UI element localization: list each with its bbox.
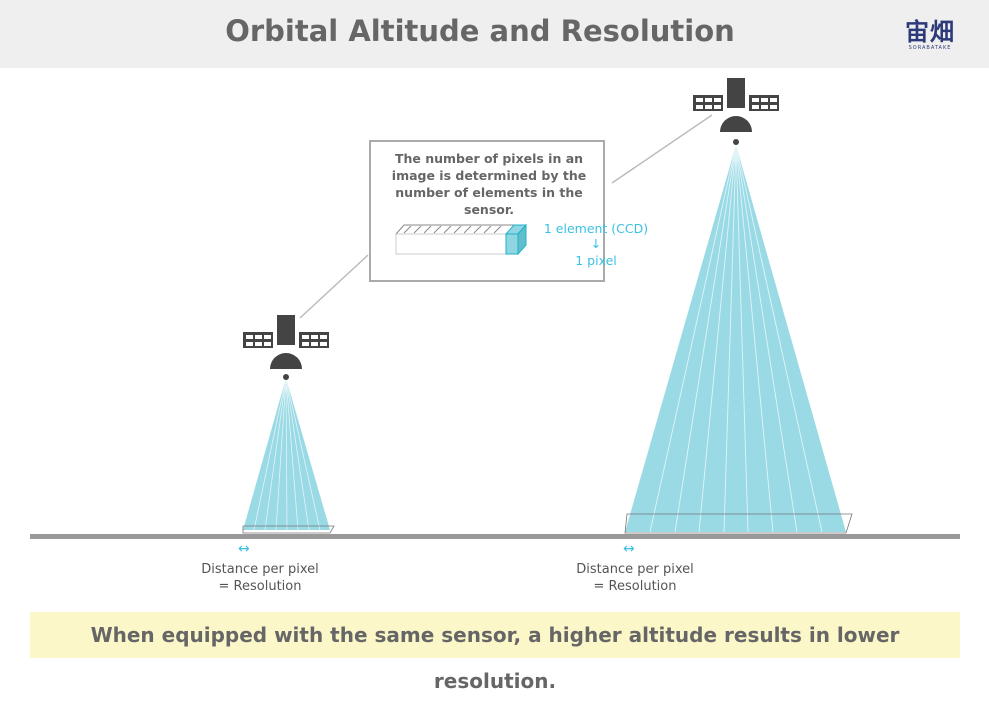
right-double-arrow-icon: ↔ — [623, 541, 635, 557]
right-beam — [624, 144, 853, 534]
left-beam — [242, 377, 335, 534]
sensor-bar-icon — [394, 223, 528, 256]
connector-right — [611, 114, 713, 184]
header-bar — [0, 0, 989, 68]
down-arrow-icon: ↓ — [590, 236, 602, 251]
page-title: Orbital Altitude and Resolution — [225, 14, 735, 48]
ground-line — [30, 534, 960, 539]
left-double-arrow-icon: ↔ — [238, 541, 250, 557]
connector-left — [299, 254, 369, 319]
conclusion-text: When equipped with the same sensor, a hi… — [90, 623, 900, 693]
left-resolution-label: Distance per pixel= Resolution — [201, 562, 319, 594]
satellite-icon-left — [243, 315, 329, 380]
right-resolution-label: Distance per pixel= Resolution — [576, 562, 694, 594]
conclusion-band: When equipped with the same sensor, a hi… — [30, 612, 960, 693]
pixel-label: 1 pixel — [575, 253, 617, 268]
element-label: 1 element (CCD) — [543, 221, 649, 236]
callout-text: The number of pixels in an image is dete… — [391, 151, 587, 217]
satellite-icon-right — [693, 78, 779, 145]
sensor-callout: The number of pixels in an image is dete… — [369, 140, 605, 282]
diagram — [30, 78, 960, 539]
